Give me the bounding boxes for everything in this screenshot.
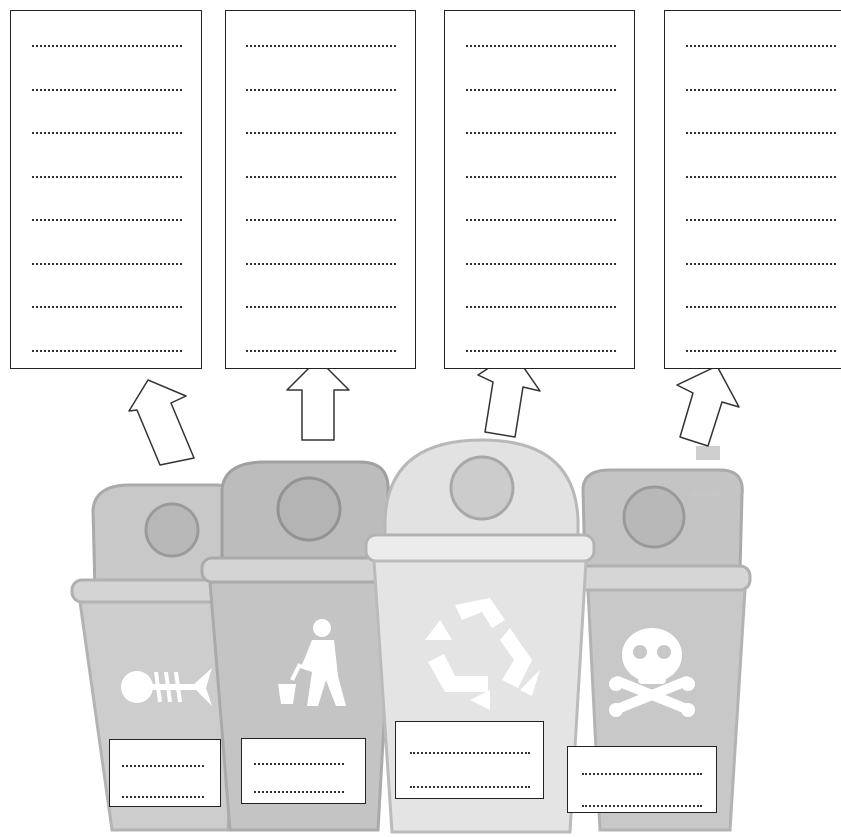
watermark: galaktik: [690, 488, 721, 498]
writing-line[interactable]: [246, 306, 396, 308]
writing-line[interactable]: [466, 89, 616, 91]
writing-line[interactable]: [32, 89, 182, 91]
writing-line[interactable]: [466, 263, 616, 265]
writing-line[interactable]: [686, 132, 836, 134]
writing-line[interactable]: [410, 752, 530, 754]
writing-line[interactable]: [246, 176, 396, 178]
writing-line[interactable]: [122, 796, 204, 798]
writing-line[interactable]: [686, 45, 836, 47]
writing-line[interactable]: [32, 219, 182, 221]
writing-line[interactable]: [32, 350, 182, 352]
writing-line[interactable]: [686, 89, 836, 91]
arrow-up-icon-2: [287, 359, 349, 440]
arrow-up-icon-4: [677, 366, 739, 446]
writing-line[interactable]: [246, 350, 396, 352]
answer-box-recycle: [444, 10, 635, 369]
writing-line[interactable]: [32, 306, 182, 308]
writing-line[interactable]: [122, 765, 204, 767]
arrow-up-icon-1: [129, 380, 194, 465]
writing-line[interactable]: [466, 219, 616, 221]
writing-line[interactable]: [254, 763, 344, 765]
writing-line[interactable]: [466, 176, 616, 178]
writing-line[interactable]: [246, 132, 396, 134]
bin-label-general: [241, 738, 366, 804]
writing-line[interactable]: [466, 350, 616, 352]
writing-line[interactable]: [246, 45, 396, 47]
writing-line[interactable]: [246, 219, 396, 221]
writing-line[interactable]: [686, 306, 836, 308]
writing-line[interactable]: [466, 306, 616, 308]
writing-line[interactable]: [686, 350, 836, 352]
bin-label-recycle: [395, 721, 544, 799]
bin-label-hazardous: [567, 746, 717, 813]
writing-line[interactable]: [32, 132, 182, 134]
writing-line[interactable]: [254, 791, 344, 793]
writing-line[interactable]: [246, 89, 396, 91]
writing-line[interactable]: [686, 219, 836, 221]
writing-line[interactable]: [410, 786, 530, 788]
writing-line[interactable]: [686, 263, 836, 265]
writing-line[interactable]: [582, 805, 702, 807]
answer-box-organic: [10, 10, 202, 369]
writing-line[interactable]: [32, 263, 182, 265]
writing-line[interactable]: [466, 132, 616, 134]
answer-box-general: [225, 10, 416, 369]
writing-line[interactable]: [32, 176, 182, 178]
answer-box-hazardous: [664, 10, 841, 369]
writing-line[interactable]: [246, 263, 396, 265]
bin-label-organic: [109, 739, 221, 807]
writing-line[interactable]: [466, 45, 616, 47]
writing-line[interactable]: [686, 176, 836, 178]
writing-line[interactable]: [32, 45, 182, 47]
writing-line[interactable]: [582, 773, 702, 775]
